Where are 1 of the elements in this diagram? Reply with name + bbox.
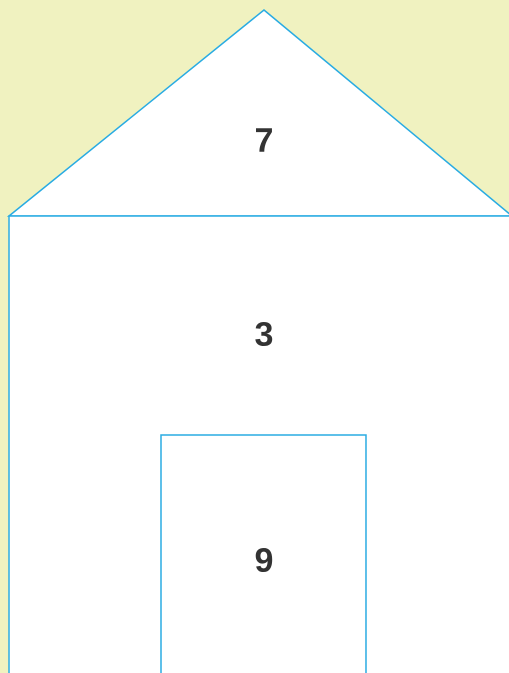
door-box: 9 <box>160 434 367 673</box>
